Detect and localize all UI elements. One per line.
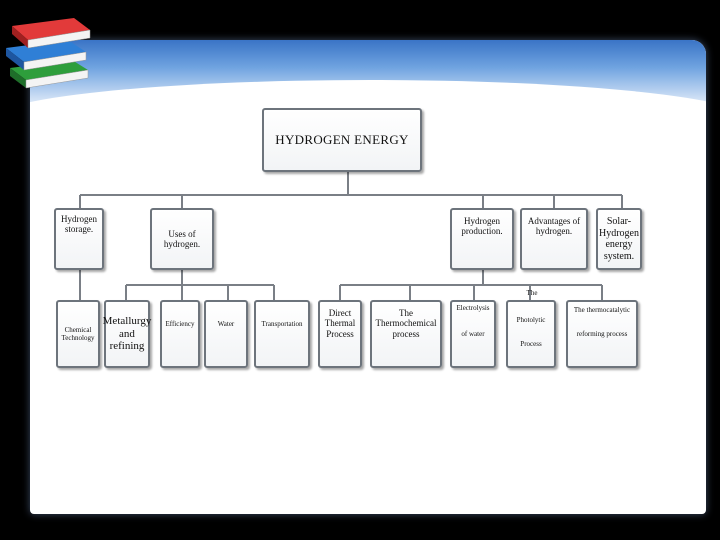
node-label: Chemical Technology: [61, 325, 95, 342]
node-label: Transportation: [261, 320, 303, 328]
node-direct-thermal: Direct Thermal Process: [318, 300, 362, 368]
node-label: The thermocatalytic: [573, 306, 631, 314]
node-label: Advantages of hydrogen.: [527, 216, 581, 237]
node-electrolysis: Electrolysis of water: [450, 300, 496, 368]
node-sublabel: reforming process: [576, 330, 628, 339]
node-label: Hydrogen storage.: [61, 214, 97, 235]
node-sublabel: of water: [461, 330, 485, 339]
node-label: Water: [217, 320, 235, 328]
node-label: Hydrogen production.: [461, 216, 503, 237]
node-thermocatalytic: The thermocatalytic reforming process: [566, 300, 638, 368]
stacked-books-icon: [6, 18, 91, 89]
node-chemical-technology: Chemical Technology: [56, 300, 100, 368]
node-label: HYDROGEN ENERGY: [275, 131, 409, 147]
node-label: Solar-Hydrogen energy system.: [599, 216, 639, 262]
node-label: Uses of hydrogen.: [163, 228, 201, 249]
node-hydrogen-production: Hydrogen production.: [450, 208, 514, 270]
node-label: Metallurgy and refining: [102, 315, 152, 353]
node-label: Electrolysis: [456, 304, 490, 312]
node-hydrogen-storage: Hydrogen storage.: [54, 208, 104, 270]
node-label: The Thermochemical process: [375, 308, 437, 339]
node-sublabel: Process: [520, 340, 542, 349]
floating-label: The: [526, 289, 538, 297]
node-transportation: Transportation: [254, 300, 310, 368]
node-solar-hydrogen: Solar-Hydrogen energy system.: [596, 208, 642, 270]
node-thermochemical: The Thermochemical process: [370, 300, 442, 368]
node-photolytic: Photolytic Process: [506, 300, 556, 368]
node-label: Photolytic: [516, 316, 546, 324]
node-label: Direct Thermal Process: [324, 308, 356, 339]
node-uses-of-hydrogen: Uses of hydrogen.: [150, 208, 214, 270]
node-advantages: Advantages of hydrogen.: [520, 208, 588, 270]
node-water: Water: [204, 300, 248, 368]
node-hydrogen-energy: HYDROGEN ENERGY: [262, 108, 422, 172]
node-label: Efficiency: [165, 320, 195, 328]
node-efficiency: Efficiency: [160, 300, 200, 368]
node-metallurgy: Metallurgy and refining: [102, 300, 152, 368]
